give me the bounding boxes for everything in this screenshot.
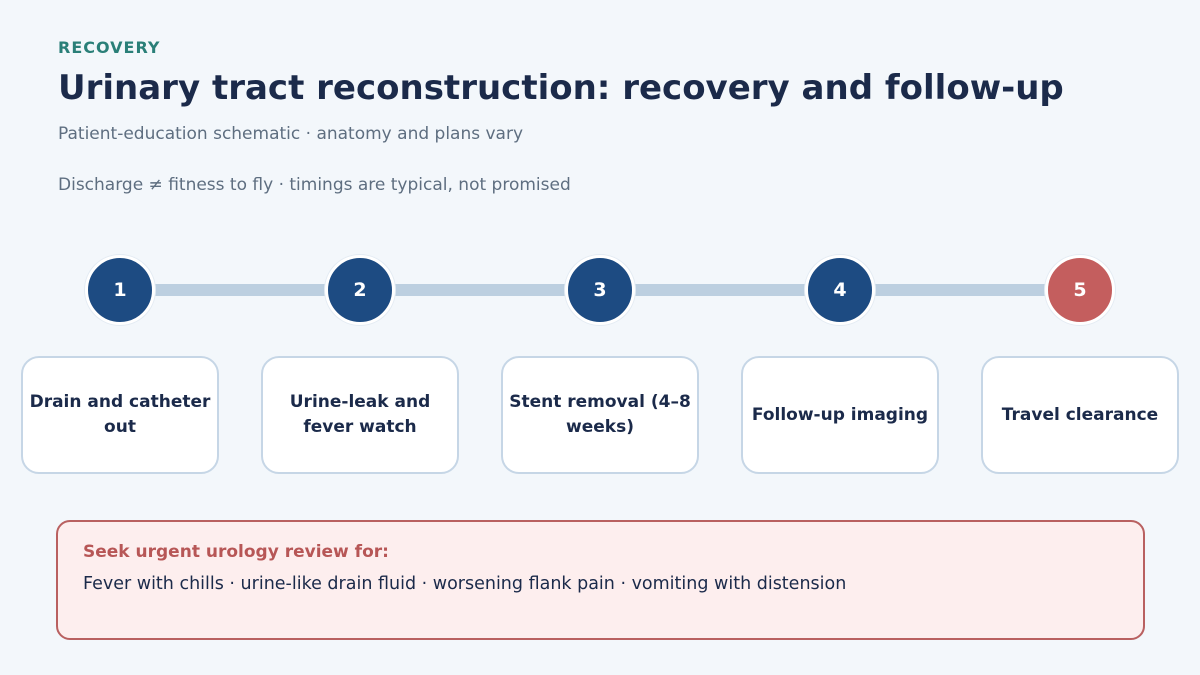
- step-label-1: Drain and catheter out: [29, 392, 211, 437]
- step-circle-4: 4: [805, 255, 875, 325]
- connector-3-4: [632, 284, 808, 296]
- connector-4-5: [872, 284, 1048, 296]
- alert-title: Seek urgent urology review for:: [83, 542, 389, 562]
- step-card-1: Drain and catheter out: [21, 356, 219, 474]
- step-card-3: Stent removal (4–8 weeks): [501, 356, 699, 474]
- section-kicker: RECOVERY: [58, 38, 161, 57]
- urgent-review-alert: Seek urgent urology review for: Fever wi…: [56, 520, 1145, 640]
- connector-1-2: [152, 284, 328, 296]
- step-label-3: Stent removal (4–8 weeks): [509, 392, 691, 437]
- timing-note: Discharge ≠ fitness to fly · timings are…: [58, 175, 571, 195]
- step-circle-5: 5: [1045, 255, 1115, 325]
- step-circle-3: 3: [565, 255, 635, 325]
- alert-symptoms: Fever with chills · urine-like drain flu…: [83, 574, 847, 594]
- connector-2-3: [392, 284, 568, 296]
- page-subtitle: Patient-education schematic · anatomy an…: [58, 124, 524, 144]
- step-label-2: Urine-leak and fever watch: [289, 392, 431, 437]
- step-circle-2: 2: [325, 255, 395, 325]
- step-circle-1: 1: [85, 255, 155, 325]
- step-card-2: Urine-leak and fever watch: [261, 356, 459, 474]
- step-card-5: Travel clearance: [981, 356, 1179, 474]
- step-card-4: Follow-up imaging: [741, 356, 939, 474]
- step-label-5: Travel clearance: [1001, 404, 1159, 425]
- step-label-4: Follow-up imaging: [751, 404, 929, 425]
- page-title: Urinary tract reconstruction: recovery a…: [58, 68, 1064, 108]
